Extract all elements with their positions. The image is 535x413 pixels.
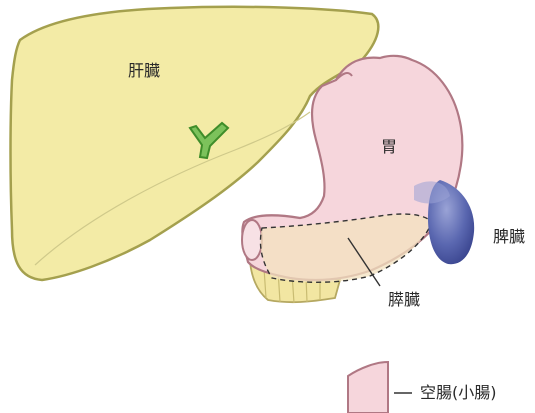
jejunum [348,362,412,413]
jejunum-label: 空腸(小腸) [420,383,497,402]
pancreas-label: 膵臓 [388,290,420,309]
pylorus-opening [242,220,262,260]
spleen-label: 脾臓 [493,227,525,246]
stomach-label: 胃 [381,137,397,156]
liver-label: 肝臓 [128,61,160,80]
jejunum-shape [348,362,388,413]
